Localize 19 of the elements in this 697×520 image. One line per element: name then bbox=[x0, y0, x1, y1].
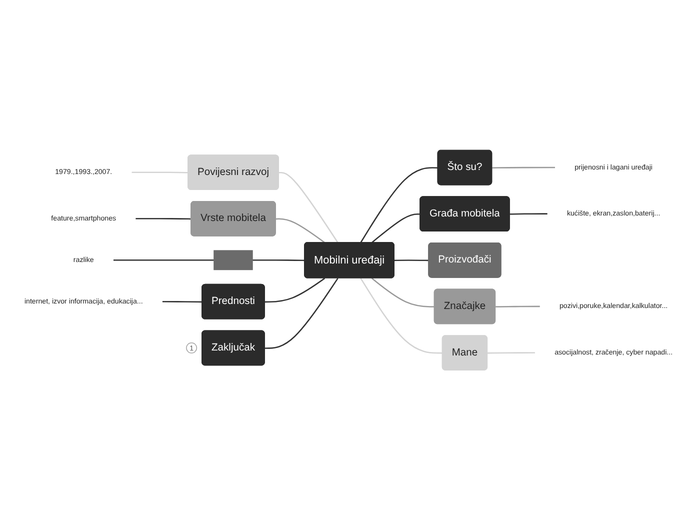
connector bbox=[371, 213, 420, 243]
connector bbox=[510, 213, 548, 215]
connector bbox=[162, 300, 202, 302]
connector bbox=[488, 352, 536, 354]
connector bbox=[371, 278, 435, 308]
connector bbox=[360, 167, 438, 243]
connector bbox=[264, 278, 326, 302]
connector bbox=[252, 259, 305, 261]
connector bbox=[276, 218, 326, 243]
connector bbox=[394, 259, 429, 261]
connector bbox=[131, 172, 188, 174]
connector bbox=[492, 166, 556, 168]
connector bbox=[360, 278, 443, 354]
connector bbox=[113, 259, 214, 261]
connector bbox=[135, 218, 192, 220]
connector bbox=[264, 278, 338, 349]
connector bbox=[278, 172, 338, 243]
node-box bbox=[214, 250, 253, 270]
connector bbox=[496, 306, 540, 308]
